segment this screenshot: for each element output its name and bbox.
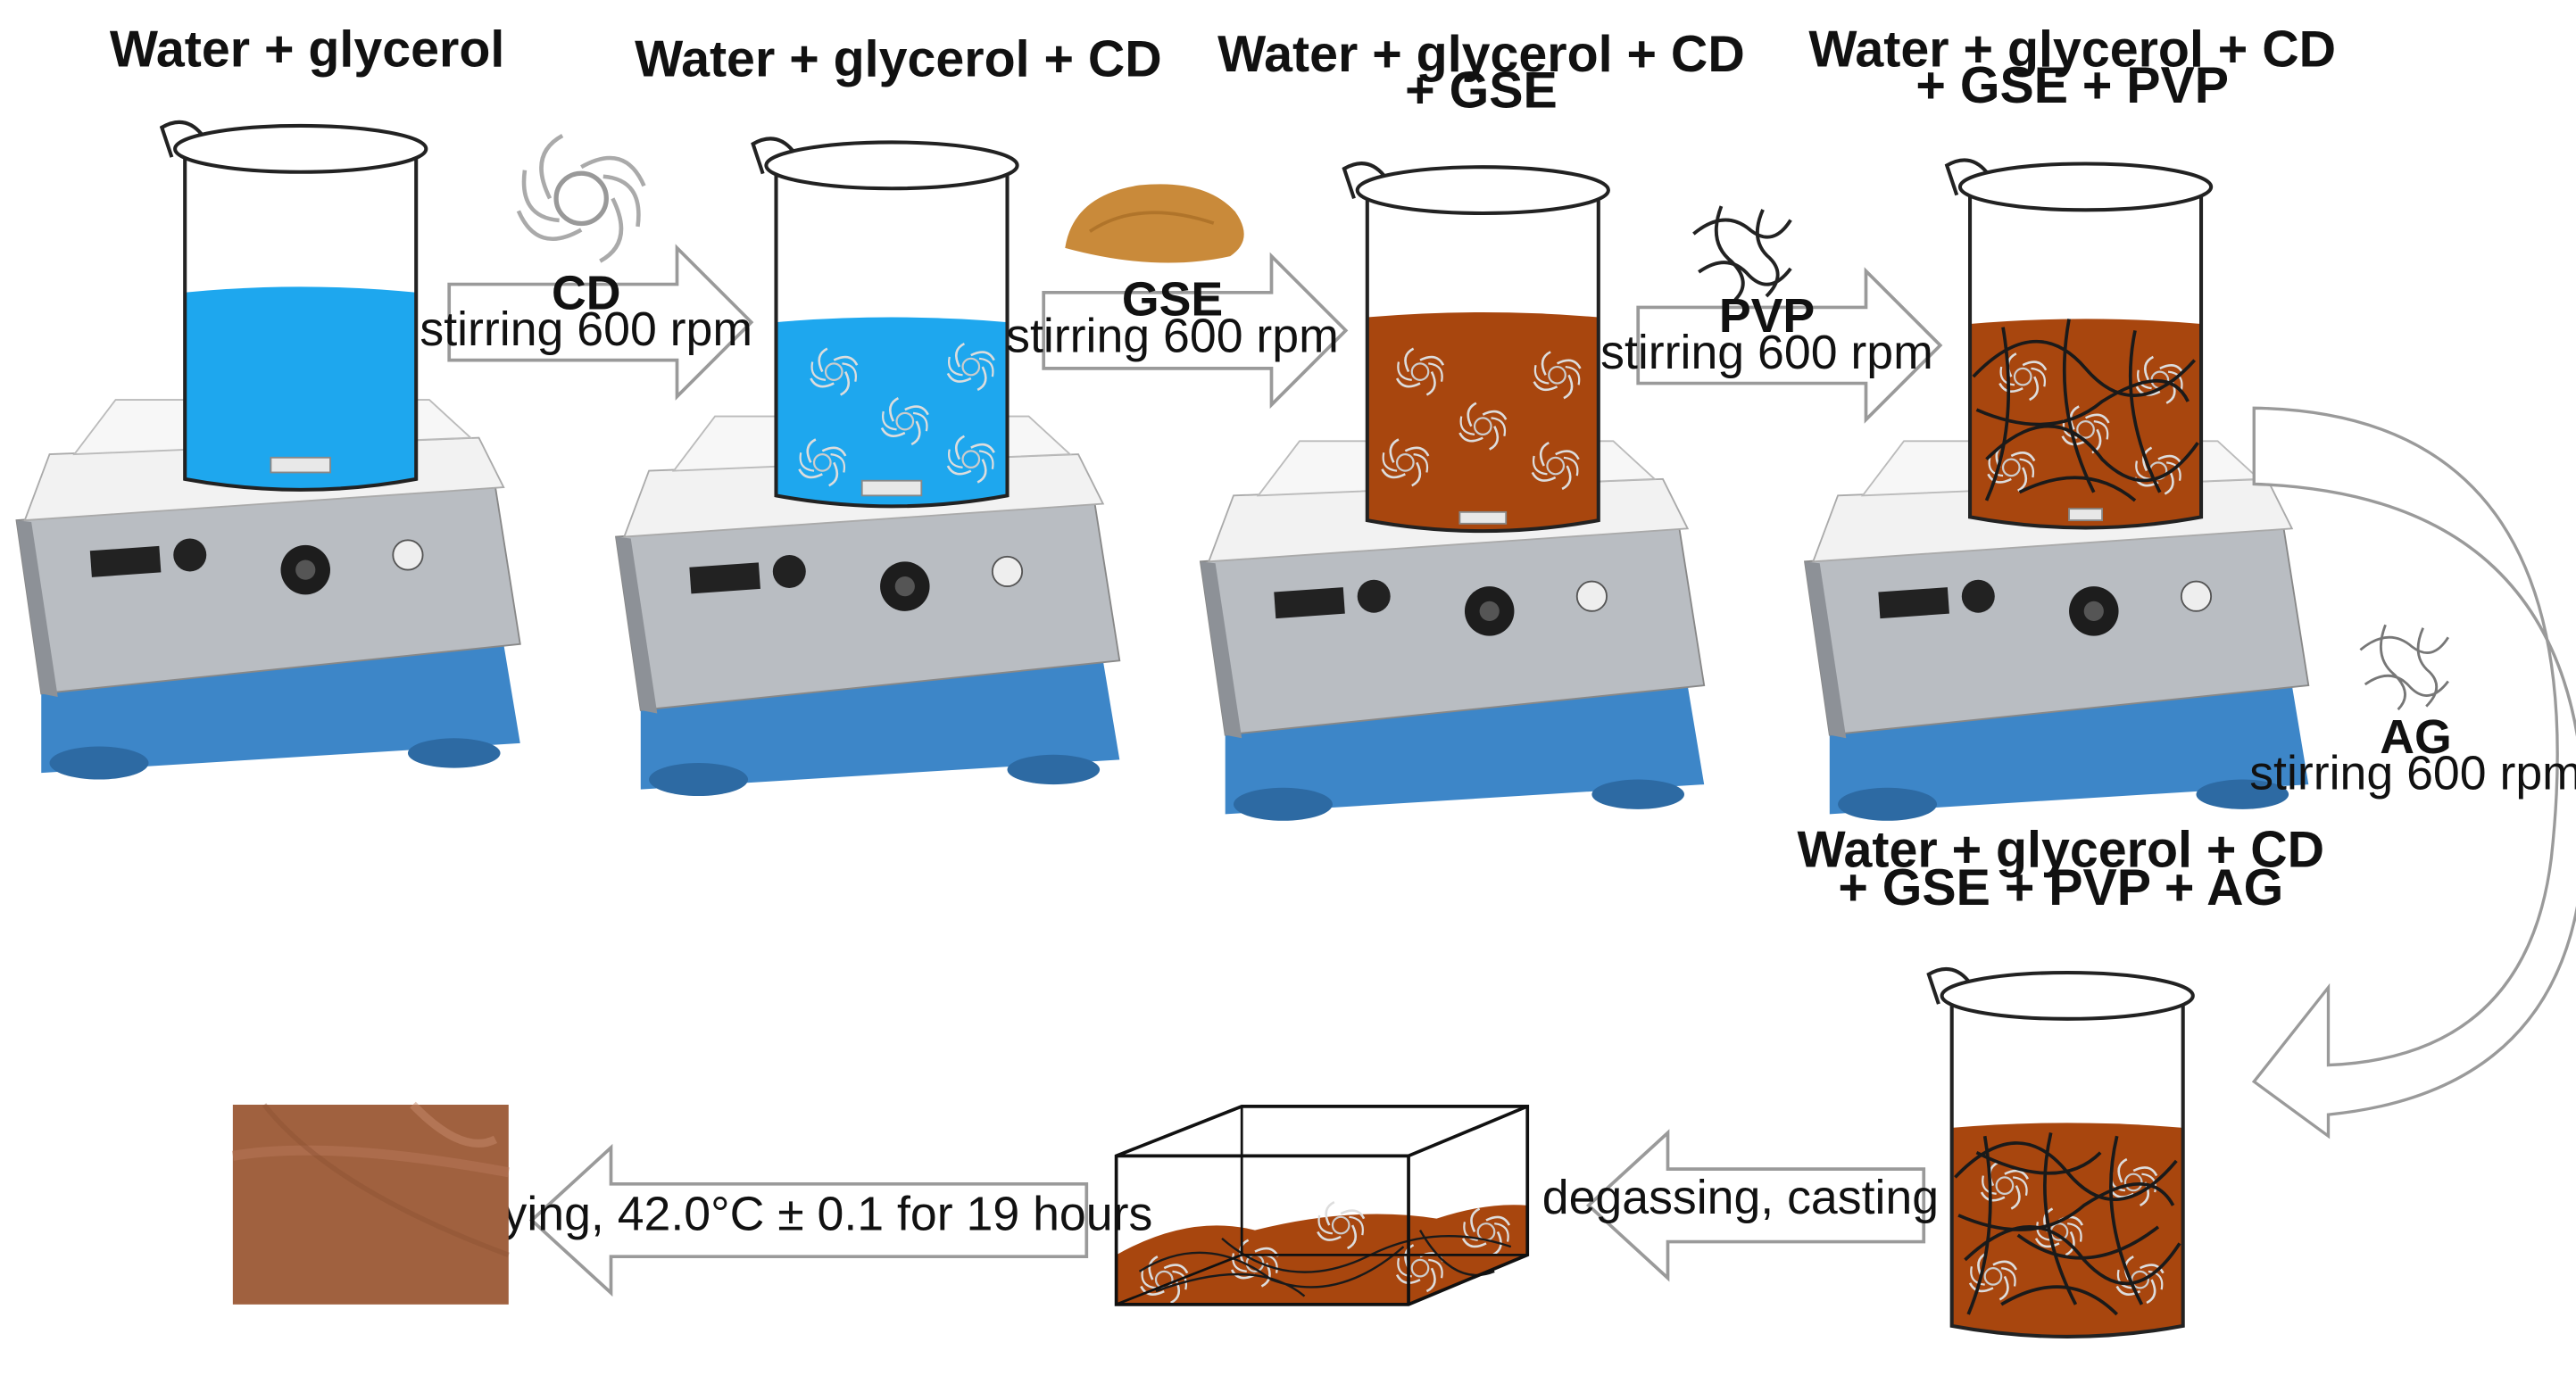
arrow1-additive: CD [552,266,620,319]
gse-powder-icon [1065,184,1244,263]
arrow-2 [1042,252,1349,410]
arrow4-condition: stirring 600 rpm [2249,747,2576,800]
arrow3-condition: stirring 600 rpm [1600,326,1933,379]
arrow-1 [447,244,754,401]
casting-label: degassing, casting [1542,1171,1939,1224]
step1-beaker [162,122,426,490]
cd-icon [516,134,646,263]
arrow-6 [528,1143,1089,1297]
arrow2-condition: stirring 600 rpm [1006,309,1339,362]
drying-label: Drying, 42.0°C ± 0.1 for 19 hours [453,1188,1152,1241]
step1-liquid [185,286,417,490]
step5-title-line2: + GSE + PVP + AG [1838,859,2283,916]
step4-title-line2: + GSE + PVP [1915,57,2229,114]
step3-beaker [1344,163,1608,531]
arrow3-additive: PVP [1719,289,1815,343]
step2-beaker [753,138,1018,506]
arrow1-condition: stirring 600 rpm [420,302,752,356]
step5-title-line1: Water + glycerol + CD [1797,822,2324,879]
dried-film [231,1101,510,1305]
arrow-5 [1585,1129,1926,1282]
step3-title-line2: + GSE [1405,62,1558,120]
step2-title: Water + glycerol + CD [635,30,1162,87]
casting-mold [1114,1105,1530,1306]
step1-title: Water + glycerol [110,21,504,78]
step5-network [1954,1132,2181,1316]
arrow2-additive: GSE [1122,273,1223,327]
curved-arrow-4-5 [2251,406,2576,1140]
ag-icon [2359,624,2450,711]
step3-title-line1: Water + glycerol + CD [1217,26,1745,83]
step4-title-line1: Water + glycerol + CD [1808,21,2336,78]
arrow-3 [1636,267,1943,424]
step4-beaker [1947,160,2211,527]
pvp-icon [1691,204,1793,302]
step5-beaker [1929,969,2193,1337]
step4-pvp-network [1972,319,2199,502]
arrow4-additive: AG [2380,710,2451,764]
step3-liquid [1367,312,1599,532]
